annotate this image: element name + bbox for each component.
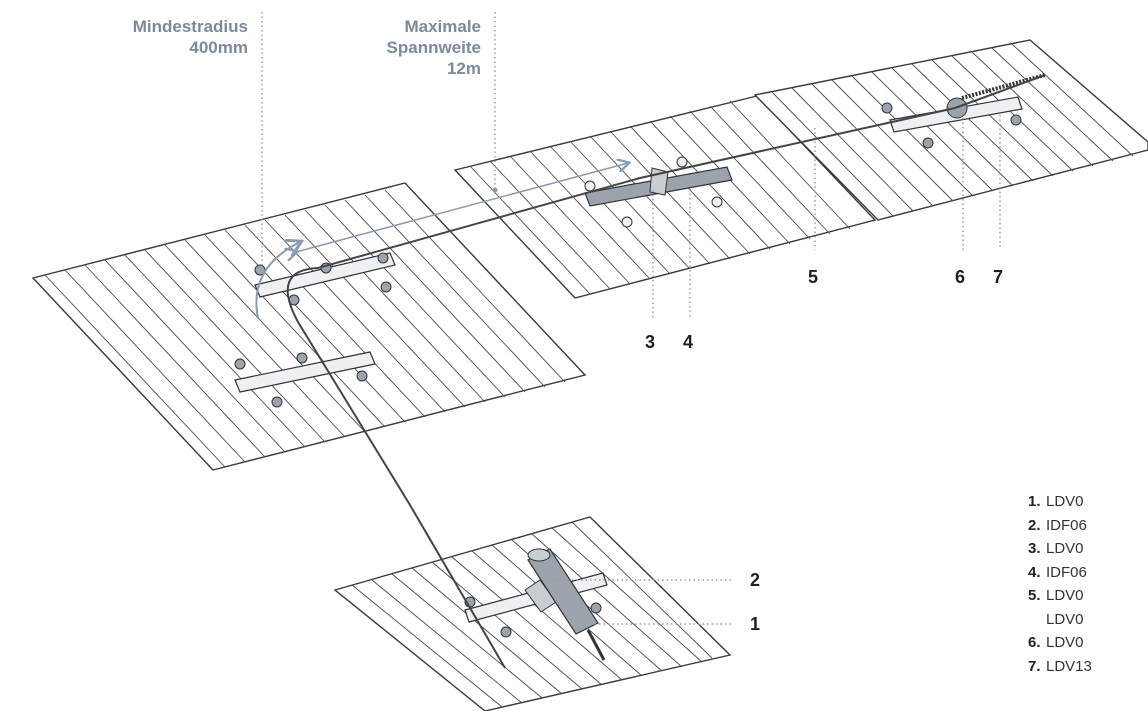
legend-item: 4. IDF06 xyxy=(1028,561,1148,585)
part-label-5: 5 xyxy=(808,267,819,287)
legend-item: 7. LDV13 xyxy=(1028,655,1148,679)
legend-item-code: LDV0 xyxy=(1046,493,1084,510)
legend-item-number: 6. xyxy=(1028,634,1041,651)
parts-legend: 1. LDV0 2. IDF06 3. LDV0 4. IDF06 5. LDV0 LDV… xyxy=(1028,490,1148,678)
bracket-right xyxy=(881,73,1046,149)
callout-span-line1: Maximale xyxy=(404,17,481,36)
legend-item-code: LDV13 xyxy=(1046,657,1092,675)
part-label-3: 3 xyxy=(645,332,656,352)
legend-item-number: 5. xyxy=(1028,587,1041,604)
legend-item: 5. LDV0 xyxy=(1028,584,1148,608)
legend-item-number: 7. xyxy=(1028,657,1041,675)
roof-panel-left xyxy=(31,182,587,471)
callout-span-line2: Spannweite xyxy=(386,38,481,57)
roof-panel-right xyxy=(753,39,1148,221)
leader-lines xyxy=(261,12,1001,625)
legend-item: 1. LDV0 xyxy=(1028,490,1148,514)
callout-span-line3: 12m xyxy=(446,59,481,78)
part-label-6: 6 xyxy=(955,267,966,287)
callout-radius-line1: Mindestradius xyxy=(132,17,248,36)
legend-item-code: LDV0 xyxy=(1046,587,1084,604)
legend-item-code: LDV0 xyxy=(1046,540,1084,557)
legend-item: 3. LDV0 xyxy=(1028,537,1148,561)
span-arrow xyxy=(296,163,628,252)
legend-item-code: IDF06 xyxy=(1046,516,1087,534)
part-label-7: 7 xyxy=(993,267,1004,287)
part-label-1: 1 xyxy=(750,614,761,634)
span-anchor-dot xyxy=(492,187,498,193)
part-label-4: 4 xyxy=(683,332,694,352)
legend-item-number: 3. xyxy=(1028,540,1041,557)
roof-panel-bottom xyxy=(333,516,732,711)
shock-absorber xyxy=(527,548,606,661)
legend-item-continued: LDV0 xyxy=(1028,608,1148,632)
legend-item-number: 1. xyxy=(1028,493,1041,510)
legend-item-number: 2. xyxy=(1028,516,1041,534)
callout-minimum-radius: Mindestradius 400mm xyxy=(60,16,248,58)
callout-maximum-span: Maximale Spannweite 12m xyxy=(335,16,481,79)
callout-radius-line2: 400mm xyxy=(189,38,248,57)
bracket-left-lower xyxy=(234,351,376,408)
part-label-2: 2 xyxy=(750,570,761,590)
legend-item: 2. IDF06 xyxy=(1028,514,1148,538)
legend-item: 6. LDV0 xyxy=(1028,631,1148,655)
legend-item-code: LDV0 xyxy=(1046,634,1084,651)
legend-item-number: 4. xyxy=(1028,563,1041,581)
legend-item-code: IDF06 xyxy=(1046,563,1087,581)
legend-item-code: LDV0 xyxy=(1046,610,1084,628)
